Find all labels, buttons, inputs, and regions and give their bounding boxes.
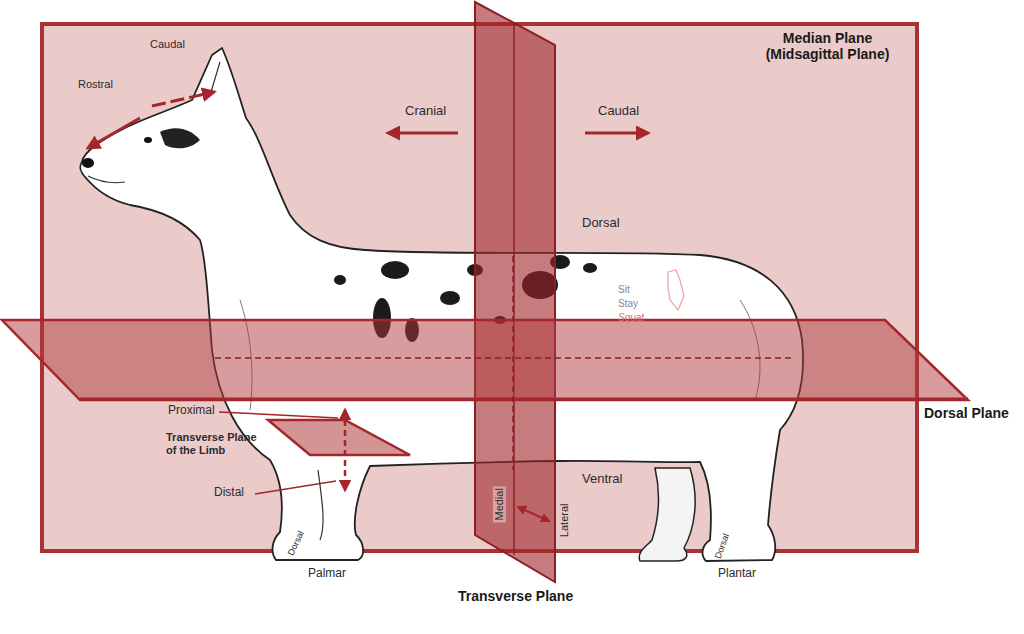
direction-label: Rostral — [78, 78, 113, 91]
limb-transverse-plane — [268, 420, 410, 455]
plane-title: Median Plane (Midsagittal Plane) — [745, 30, 910, 62]
transverse-plane — [475, 2, 555, 582]
direction-label: Medial — [493, 486, 506, 522]
direction-label: Ventral — [582, 472, 622, 487]
direction-label: Lateral — [558, 502, 571, 540]
direction-label: Caudal — [598, 104, 639, 119]
direction-label: Distal — [214, 486, 244, 500]
note-text: Stay — [618, 298, 638, 310]
direction-label: Cranial — [405, 104, 446, 119]
direction-label: Plantar — [718, 567, 756, 581]
direction-label: Proximal — [168, 404, 215, 418]
direction-label: Dorsal — [582, 216, 620, 231]
plane-title: Dorsal Plane — [924, 405, 1009, 421]
direction-label: Dorsal — [713, 532, 732, 560]
note-text: Sit — [618, 284, 630, 296]
direction-label: Palmar — [308, 567, 346, 581]
dorsal-plane — [2, 320, 968, 400]
direction-label: Caudal — [150, 38, 185, 51]
plane-title: Transverse Plane — [458, 588, 573, 604]
note-text: Squat — [618, 312, 644, 324]
dog-illustration — [80, 48, 803, 561]
plane-title: Transverse Plane of the Limb — [166, 431, 264, 456]
direction-label: Dorsal — [286, 529, 306, 557]
